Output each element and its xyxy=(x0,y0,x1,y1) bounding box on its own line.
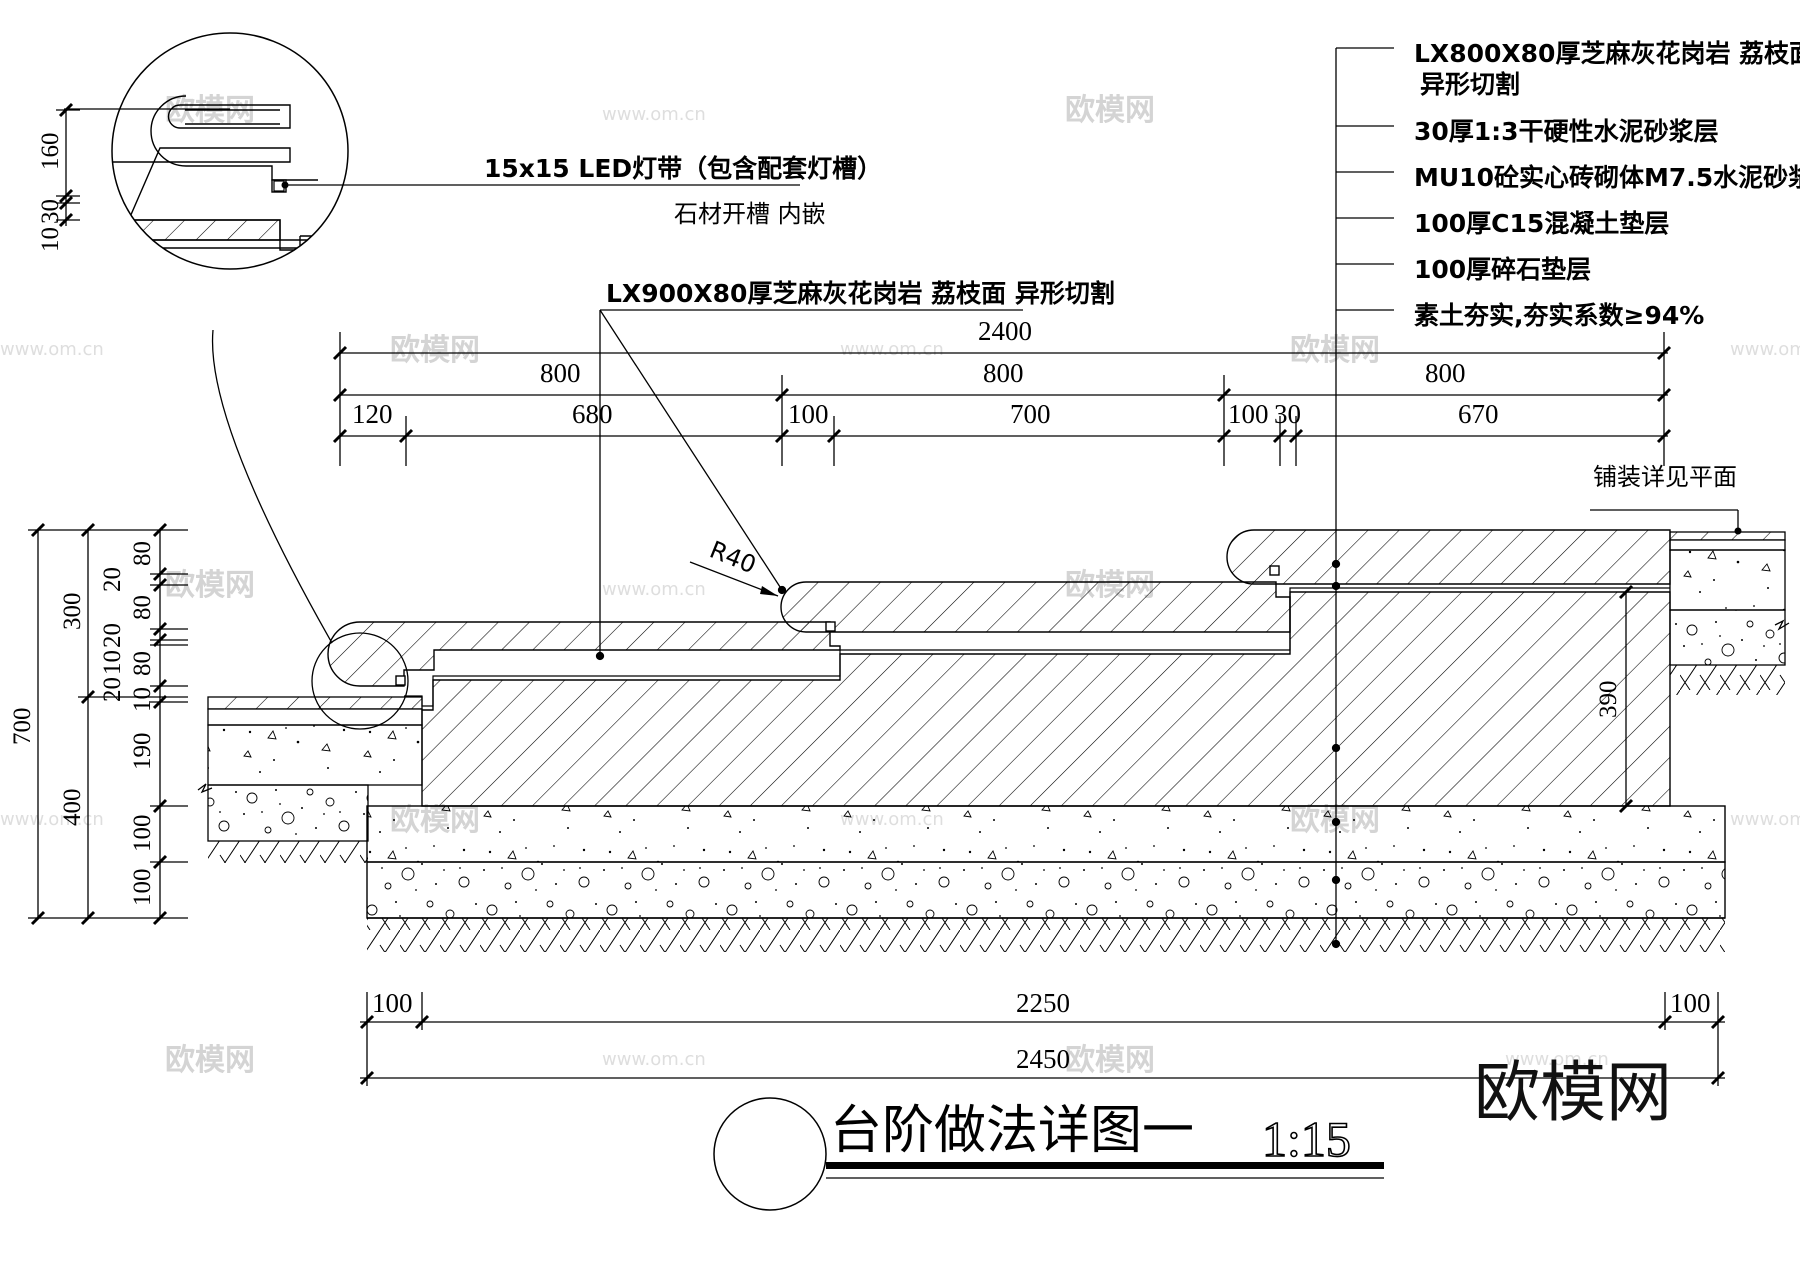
height-dimension-390 xyxy=(1618,584,1634,814)
detail-dimensions xyxy=(56,102,80,228)
drawing-scale: 1:15 xyxy=(1262,1111,1351,1167)
detail-callout: 15x15 LED灯带（包含配套灯槽） 石材开槽 内嵌 xyxy=(64,32,882,730)
svg-text:20: 20 xyxy=(99,677,126,702)
svg-text:100: 100 xyxy=(129,815,156,853)
svg-text:800: 800 xyxy=(1425,358,1466,388)
left-dimensions xyxy=(28,522,188,926)
top-dimensions xyxy=(332,332,1672,466)
watermarks: 欧模网 www.om.cn 欧模网 欧模网 www.om.cn www.om.c… xyxy=(0,93,1800,1078)
svg-text:100: 100 xyxy=(129,869,156,907)
height-390-label: 390 xyxy=(1595,681,1622,719)
granite-step-stones xyxy=(327,529,1671,687)
svg-text:10: 10 xyxy=(37,227,64,252)
layer-callout xyxy=(1331,47,1394,949)
stone-slot-label: 石材开槽 内嵌 xyxy=(674,200,826,228)
svg-text:800: 800 xyxy=(983,358,1024,388)
svg-text:30: 30 xyxy=(1274,399,1301,429)
paving-note-label: 铺装详见平面 xyxy=(1593,463,1737,491)
layer-3: MU10砼实心砖砌体M7.5水泥砂浆 xyxy=(1414,163,1800,192)
svg-text:10: 10 xyxy=(129,687,156,712)
step-stone-3 xyxy=(1226,529,1671,585)
bottom-dimension-labels: 100 2250 100 2450 xyxy=(372,988,1711,1074)
svg-text:www.om.cn: www.om.cn xyxy=(1505,1049,1609,1070)
step-stone-1 xyxy=(327,621,841,687)
left-paving xyxy=(197,696,423,863)
layer-1b: 异形切割 xyxy=(1420,70,1520,99)
svg-text:700: 700 xyxy=(1010,399,1051,429)
svg-text:www.om.cn: www.om.cn xyxy=(602,579,706,600)
top-dimension-labels: 2400 800 800 800 120 680 100 700 100 30 … xyxy=(352,316,1499,429)
brand-logo: 欧模网 xyxy=(1474,1054,1672,1131)
svg-text:www.om.cn: www.om.cn xyxy=(602,1049,706,1070)
svg-text:www.om.cn: www.om.cn xyxy=(0,339,104,360)
svg-text:100: 100 xyxy=(788,399,829,429)
svg-text:2250: 2250 xyxy=(1016,988,1070,1018)
svg-text:2450: 2450 xyxy=(1016,1044,1070,1074)
svg-text:www.om.cn: www.om.cn xyxy=(840,339,944,360)
radius-annotation: R40 xyxy=(689,536,779,597)
bottom-dimensions xyxy=(359,992,1726,1086)
svg-text:120: 120 xyxy=(352,399,393,429)
svg-text:欧模网: 欧模网 xyxy=(1290,333,1380,368)
radius-label: R40 xyxy=(706,536,760,580)
layer-4: 100厚C15混凝土垫层 xyxy=(1414,209,1669,238)
drawing-title: 台阶做法详图一 xyxy=(830,1101,1194,1161)
svg-text:www.om.cn: www.om.cn xyxy=(1730,809,1800,830)
compacted-soil xyxy=(367,918,1725,952)
svg-text:400: 400 xyxy=(59,789,86,827)
svg-text:www.om.cn: www.om.cn xyxy=(0,809,104,830)
svg-text:80: 80 xyxy=(129,541,156,566)
svg-text:100: 100 xyxy=(1670,988,1711,1018)
paving-note: 铺装详见平面 xyxy=(1590,463,1742,535)
detail-dimension-labels: 160 10 30 xyxy=(37,133,64,253)
svg-text:欧模网: 欧模网 xyxy=(165,1043,255,1078)
svg-text:680: 680 xyxy=(572,399,613,429)
svg-text:2400: 2400 xyxy=(978,316,1032,346)
layer-2: 30厚1:3干硬性水泥砂浆层 xyxy=(1414,117,1719,146)
svg-text:欧模网: 欧模网 xyxy=(1065,93,1155,128)
step-stone-2 xyxy=(780,581,1291,633)
svg-text:300: 300 xyxy=(59,593,86,631)
svg-text:100: 100 xyxy=(372,988,413,1018)
svg-text:80: 80 xyxy=(129,651,156,676)
svg-text:10: 10 xyxy=(99,650,126,675)
svg-text:100: 100 xyxy=(1228,399,1269,429)
led-strip-label: 15x15 LED灯带（包含配套灯槽） xyxy=(484,154,882,183)
step-stone-leader xyxy=(595,309,1023,661)
svg-text:20: 20 xyxy=(99,567,126,592)
svg-text:160: 160 xyxy=(37,133,64,171)
svg-text:欧模网: 欧模网 xyxy=(1065,1043,1155,1078)
foundation-layers xyxy=(366,805,1726,952)
svg-text:80: 80 xyxy=(129,595,156,620)
layer-labels: LX800X80厚芝麻灰花岗岩 荔枝面 异形切割 30厚1:3干硬性水泥砂浆层 … xyxy=(1414,39,1800,330)
svg-text:20: 20 xyxy=(99,623,126,648)
svg-text:800: 800 xyxy=(540,358,581,388)
svg-text:190: 190 xyxy=(129,733,156,771)
gravel-cushion-layer xyxy=(366,861,1726,919)
right-paving xyxy=(1669,531,1790,695)
svg-text:30: 30 xyxy=(37,199,64,224)
layer-6: 素土夯实,夯实系数≥94% xyxy=(1414,301,1704,330)
svg-text:www.om.cn: www.om.cn xyxy=(1730,339,1800,360)
svg-text:www.om.cn: www.om.cn xyxy=(602,104,706,125)
concrete-cushion-layer xyxy=(366,805,1726,863)
layer-1: LX800X80厚芝麻灰花岗岩 荔枝面 xyxy=(1414,39,1800,68)
layer-5: 100厚碎石垫层 xyxy=(1414,255,1591,284)
svg-text:700: 700 xyxy=(9,708,36,746)
svg-text:670: 670 xyxy=(1458,399,1499,429)
title-block: 台阶做法详图一 1:15 xyxy=(713,1097,1384,1211)
left-dimension-labels: 700 300 400 80 20 80 20 80 10 20 10 190 … xyxy=(9,541,156,906)
step-stone-label: LX900X80厚芝麻灰花岗岩 荔枝面 异形切割 xyxy=(606,279,1115,308)
svg-text:欧模网: 欧模网 xyxy=(390,333,480,368)
